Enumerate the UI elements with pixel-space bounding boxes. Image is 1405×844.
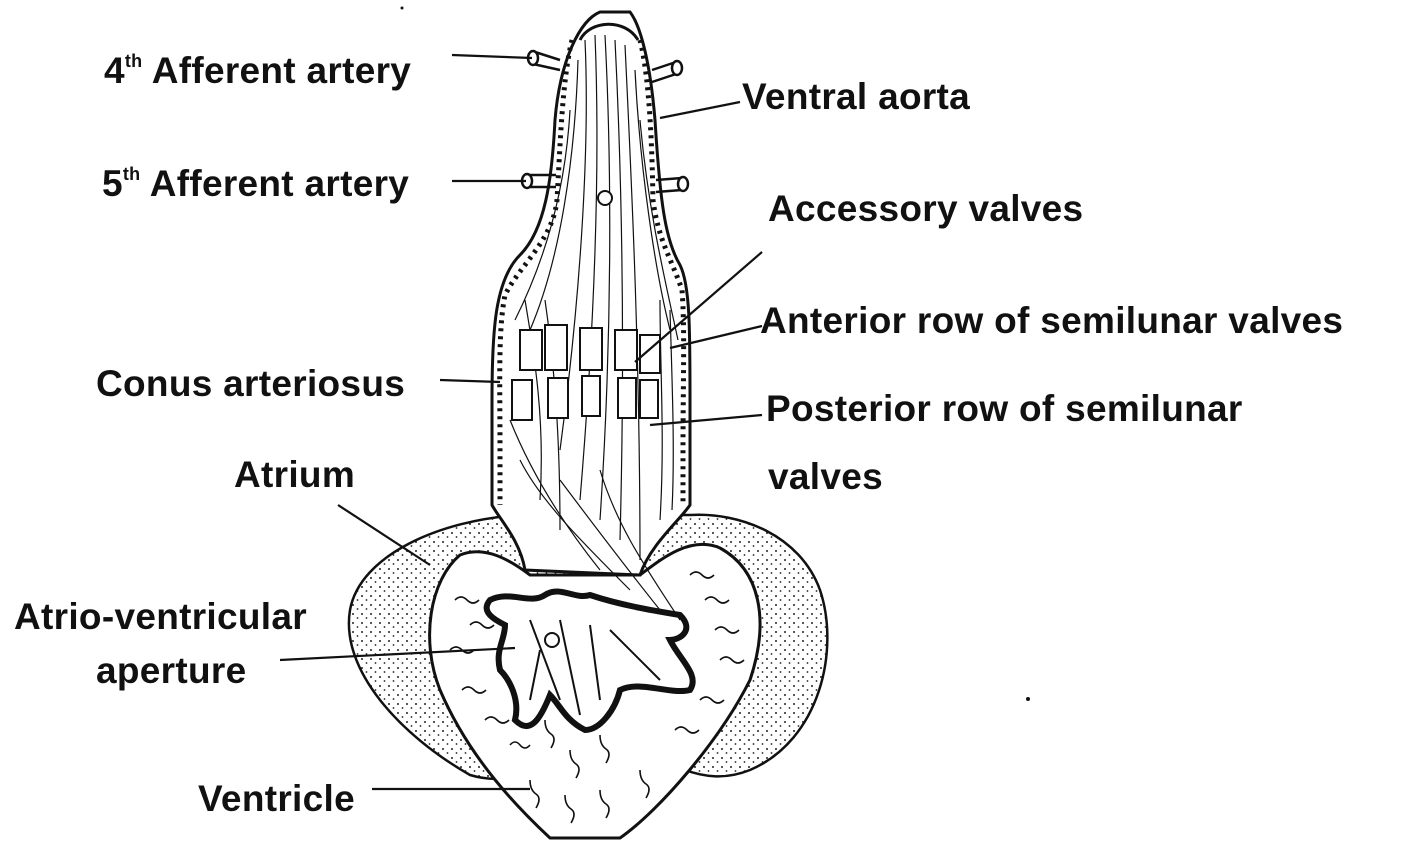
av-aperture-dot — [545, 633, 559, 647]
label-ventral-aorta: Ventral aorta — [742, 78, 970, 115]
leader-atrium — [338, 505, 430, 565]
leader-ventral-aorta — [660, 102, 740, 118]
label-posterior-row-line2: valves — [768, 458, 883, 495]
stray-speck — [401, 7, 404, 10]
label-atrium: Atrium — [234, 456, 355, 493]
stray-speck — [1026, 697, 1030, 701]
aorta-small-valve — [598, 191, 612, 205]
label-anterior-row-semilunar: Anterior row of semilunar valves — [760, 302, 1343, 339]
label-conus-arteriosus: Conus arteriosus — [96, 365, 405, 402]
label-posterior-row-line1: Posterior row of semilunar — [766, 390, 1243, 427]
label-av-aperture-line1: Atrio-ventricular — [14, 598, 307, 635]
label-afferent-artery-4: 4th Afferent artery — [104, 52, 411, 89]
label-accessory-valves: Accessory valves — [768, 190, 1083, 227]
leader-afferent4 — [452, 55, 532, 58]
conus-arteriosus-tube — [492, 12, 690, 575]
label-av-aperture-line2: aperture — [96, 652, 246, 689]
label-ventricle: Ventricle — [198, 780, 355, 817]
label-afferent-artery-5: 5th Afferent artery — [102, 165, 409, 202]
